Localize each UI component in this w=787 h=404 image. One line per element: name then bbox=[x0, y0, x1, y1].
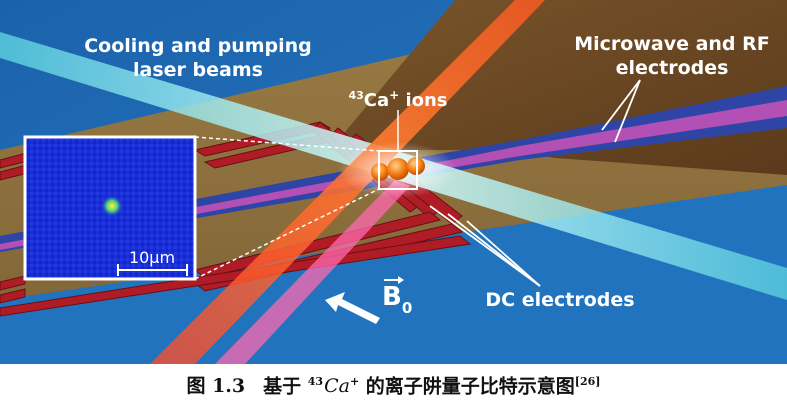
figure-number: 图 1.3 bbox=[186, 375, 246, 398]
caption-ion-symbol: Ca bbox=[324, 375, 350, 398]
label-microwave-line1: Microwave and RF bbox=[574, 33, 770, 55]
inset-fluorescence-image: 10μm bbox=[23, 135, 197, 281]
caption-prefix: 基于 bbox=[263, 375, 308, 398]
trap-illustration: 10μm B0 Cooling and pumping laser beams … bbox=[0, 0, 787, 364]
caption-reference: [26] bbox=[574, 375, 601, 388]
label-ions: 43Ca+ ions bbox=[348, 88, 447, 111]
ion-center bbox=[387, 158, 409, 180]
zoom-line-top bbox=[194, 136, 380, 152]
ion-fluorescence-spot bbox=[101, 195, 123, 217]
b-field-vector-head bbox=[398, 276, 404, 284]
dc-leaders bbox=[429, 205, 541, 287]
caption-ion-charge: + bbox=[349, 375, 360, 388]
caption-suffix: 的离子阱量子比特示意图 bbox=[359, 375, 575, 398]
b-field-label: B0 bbox=[382, 282, 412, 317]
pink-laser-beam bbox=[215, 180, 410, 364]
figure-caption: 图 1.3 基于 43Ca+ 的离子阱量子比特示意图[26] bbox=[0, 364, 787, 400]
label-cooling-line2: laser beams bbox=[133, 59, 263, 81]
b-field-arrow-icon bbox=[325, 292, 380, 324]
label-dc-electrodes: DC electrodes bbox=[485, 289, 634, 311]
label-cooling-line1: Cooling and pumping bbox=[84, 35, 312, 57]
microwave-leaders bbox=[601, 79, 641, 143]
ion-focus-box bbox=[378, 150, 418, 190]
zoom-line-bottom bbox=[194, 188, 380, 280]
scale-bar-label: 10μm bbox=[129, 248, 175, 267]
label-microwave-line2: electrodes bbox=[616, 57, 729, 79]
caption-isotope: 43 bbox=[307, 375, 324, 388]
